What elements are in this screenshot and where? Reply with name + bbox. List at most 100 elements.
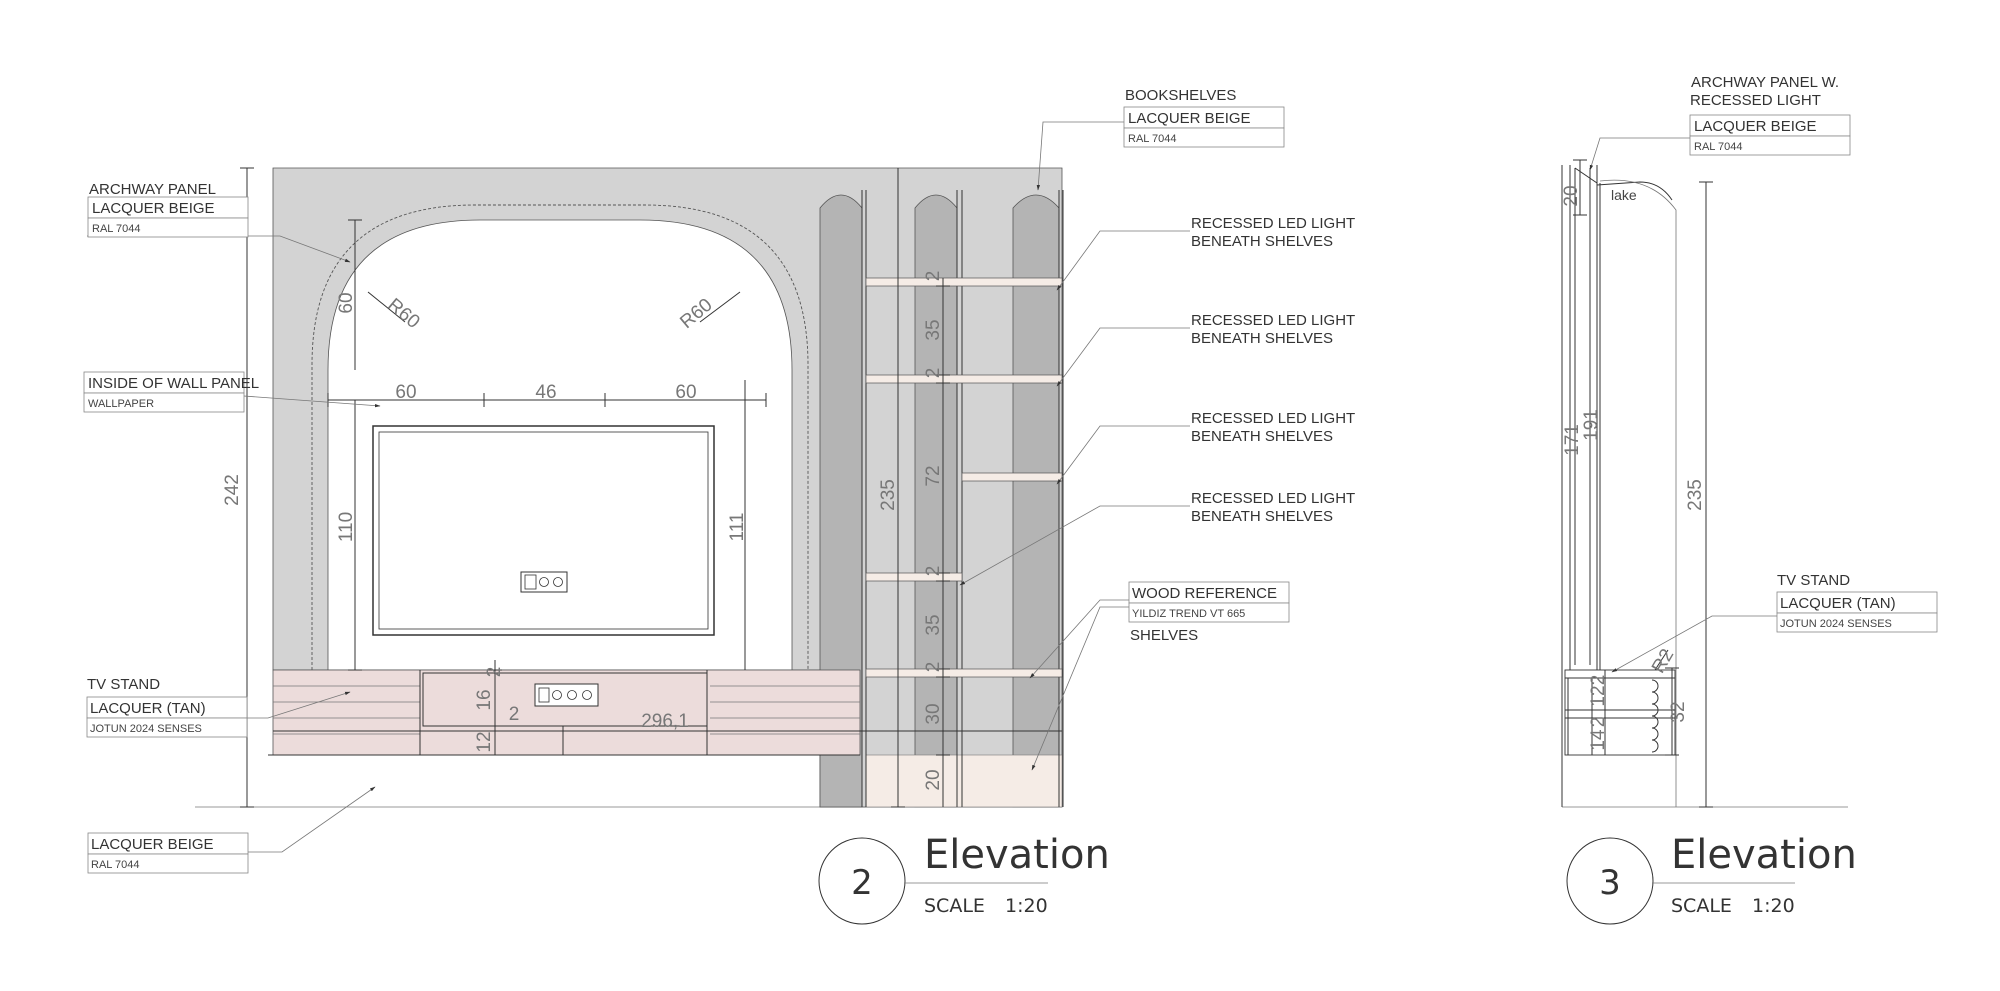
side-dim-20: 20	[1561, 185, 1582, 206]
stand-socket-icon	[534, 683, 599, 707]
label-bottom-beige-code: RAL 7044	[91, 859, 140, 871]
label-archway-light-line1: ARCHWAY PANEL W.	[1691, 74, 1839, 91]
label-bottom-beige: LACQUER BEIGE RAL 7044	[87, 832, 249, 874]
dim-right-width: 60	[675, 382, 696, 403]
label-inside-wall-title: INSIDE OF WALL PANEL	[88, 375, 259, 392]
elevation-3-drawing	[1561, 137, 1848, 808]
dimension-lines	[240, 167, 950, 808]
label-inside-wall-code: WALLPAPER	[88, 398, 154, 410]
title-block-elevation-3: 3 Elevation SCALE 1:20	[1566, 832, 1857, 925]
dim-center-width: 46	[535, 382, 556, 403]
label-led-2-line2: BENEATH SHELVES	[1191, 330, 1333, 347]
label-bottom-beige-material: LACQUER BEIGE	[91, 836, 214, 853]
label-led-1: RECESSED LED LIGHT BENEATH SHELVES	[1191, 215, 1355, 250]
elevation-3-number: 3	[1599, 863, 1621, 903]
label-tv-stand: TV STAND LACQUER (TAN) JOTUN 2024 SENSES	[86, 676, 248, 738]
label-bookshelves-title: BOOKSHELVES	[1125, 87, 1236, 104]
dim-radius-left: R60	[383, 295, 423, 333]
elevation-2-scale-label: SCALE	[924, 895, 985, 917]
label-led-2-line1: RECESSED LED LIGHT	[1191, 312, 1355, 329]
label-led-4-line1: RECESSED LED LIGHT	[1191, 490, 1355, 507]
elevation-2-number-circle	[818, 837, 906, 925]
side-dim-171: 171	[1562, 424, 1583, 456]
dim-overall-height: 242	[222, 474, 243, 506]
tv-frame-outer	[372, 425, 715, 636]
label-archway-panel-material: LACQUER BEIGE	[92, 200, 215, 217]
side-dim-191: 191	[1581, 409, 1602, 441]
label-led-3-line2: BENEATH SHELVES	[1191, 428, 1333, 445]
dim-tv-height-left: 110	[336, 512, 357, 542]
bookshelf-columns	[819, 190, 1064, 808]
dim-shelf-35a: 35	[923, 319, 944, 340]
label-tv-stand-side-material: LACQUER (TAN)	[1780, 595, 1896, 612]
label-tv-stand-side-title: TV STAND	[1777, 572, 1850, 589]
dim-tv-height-right: 111	[727, 513, 748, 542]
shelves	[865, 277, 1063, 678]
label-bookshelves-material: LACQUER BEIGE	[1128, 110, 1251, 127]
label-tv-stand-material: LACQUER (TAN)	[90, 700, 206, 717]
dim-stand-2a: 2	[484, 667, 505, 678]
label-archway-light: ARCHWAY PANEL W. RECESSED LIGHT LACQUER …	[1689, 74, 1851, 156]
label-led-1-line2: BENEATH SHELVES	[1191, 233, 1333, 250]
label-tv-stand-side: TV STAND LACQUER (TAN) JOTUN 2024 SENSES	[1776, 572, 1938, 633]
label-led-1-line1: RECESSED LED LIGHT	[1191, 215, 1355, 232]
elevation-2-scale-value: 1:20	[1005, 895, 1048, 917]
label-wood-code: YILDIZ TREND VT 665	[1132, 608, 1245, 620]
side-dim-12: 12	[1588, 685, 1609, 706]
side-panel-top	[1596, 181, 1673, 201]
label-archway-panel-code: RAL 7044	[92, 223, 141, 235]
label-wood-material: WOOD REFERENCE	[1132, 585, 1277, 602]
side-dim-32: 32	[1668, 701, 1689, 722]
label-archway-panel-title: ARCHWAY PANEL	[89, 181, 216, 198]
dim-stand-length: 296,1	[641, 711, 689, 732]
dim-shelf-20: 20	[923, 769, 944, 790]
label-bookshelves: BOOKSHELVES LACQUER BEIGE RAL 7044	[1123, 87, 1285, 148]
dim-shelf-2b: 2	[923, 368, 944, 379]
dim-shelf-2a: 2	[923, 271, 944, 282]
side-dim-2b: 2	[1588, 717, 1609, 728]
dim-shelf-2d: 2	[923, 662, 944, 673]
dim-radius-right: R60	[676, 295, 716, 333]
label-led-3: RECESSED LED LIGHT BENEATH SHELVES	[1191, 410, 1355, 445]
label-archway-light-material: LACQUER BEIGE	[1694, 118, 1817, 135]
elevation-2-drawing: 242 60 46 60 110 111 60 R60 R60 16 12 2 …	[84, 121, 1284, 853]
dim-bookshelf-height: 235	[878, 479, 899, 511]
dim-stand-16: 16	[474, 689, 495, 710]
label-archway-light-code: RAL 7044	[1694, 141, 1743, 153]
dim-left-width: 60	[395, 382, 416, 403]
label-tv-stand-code: JOTUN 2024 SENSES	[90, 723, 202, 735]
dim-shelf-30: 30	[923, 703, 944, 724]
side-tv-stand	[1564, 669, 1676, 756]
arch-dashed-outline	[311, 204, 809, 670]
elevation-2-title: Elevation	[924, 832, 1110, 878]
tv-frame-inner	[378, 431, 709, 630]
label-wood-title: SHELVES	[1130, 627, 1198, 644]
label-wood: WOOD REFERENCE YILDIZ TREND VT 665 SHELV…	[1128, 581, 1290, 644]
label-led-4-line2: BENEATH SHELVES	[1191, 508, 1333, 525]
elevation-3-scale-label: SCALE	[1671, 895, 1732, 917]
label-archway-panel: ARCHWAY PANEL LACQUER BEIGE RAL 7044	[87, 181, 249, 238]
label-led-2: RECESSED LED LIGHT BENEATH SHELVES	[1191, 312, 1355, 347]
elevation-3-scale-value: 1:20	[1752, 895, 1795, 917]
wall-socket-icon	[520, 571, 568, 593]
elevation-2-number: 2	[851, 863, 873, 903]
dim-shelf-35b: 35	[923, 614, 944, 635]
dim-stand-12: 12	[474, 731, 495, 752]
elevation-3-title: Elevation	[1671, 832, 1857, 878]
side-panel-curve	[1599, 179, 1677, 807]
label-tv-stand-title: TV STAND	[87, 676, 160, 693]
dim-stand-2b: 2	[509, 704, 520, 725]
title-block-elevation-2: 2 Elevation SCALE 1:20	[818, 832, 1110, 925]
side-lake-note: lake	[1611, 187, 1637, 203]
label-tv-stand-side-code: JOTUN 2024 SENSES	[1780, 618, 1892, 630]
elevation-3-number-circle	[1566, 837, 1654, 925]
label-led-4: RECESSED LED LIGHT BENEATH SHELVES	[1191, 490, 1355, 525]
label-bookshelves-code: RAL 7044	[1128, 133, 1177, 145]
side-dim-235: 235	[1685, 479, 1706, 511]
label-archway-light-line2: RECESSED LIGHT	[1690, 92, 1821, 109]
label-led-3-line1: RECESSED LED LIGHT	[1191, 410, 1355, 427]
side-stand-flute	[1651, 679, 1659, 753]
dim-shelf-72: 72	[923, 465, 944, 486]
side-dim-2a: 2	[1588, 675, 1609, 686]
